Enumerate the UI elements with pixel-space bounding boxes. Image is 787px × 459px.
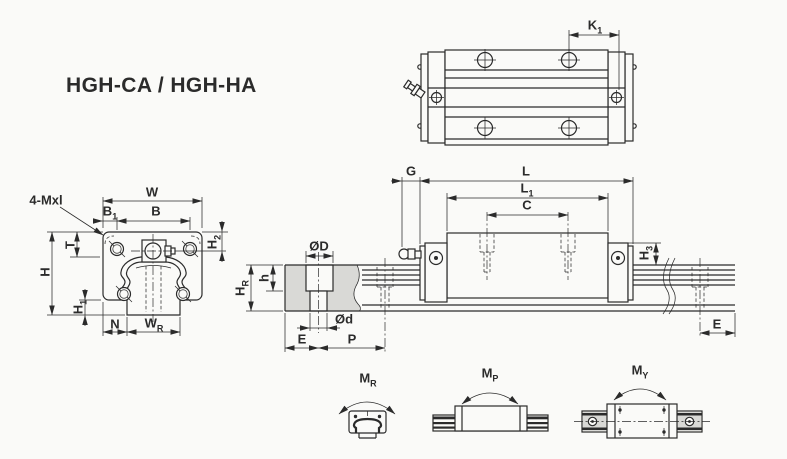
dim-label-od-major: ØD (309, 238, 329, 254)
dim-label-wr: WR (144, 315, 164, 334)
dim-label-g: G (405, 163, 417, 179)
dim-label-l1: L1 (520, 180, 534, 199)
dim-label-e-rail: E (712, 316, 722, 332)
dim-label-l: L (522, 163, 530, 179)
dim-label-h: H (37, 267, 53, 277)
dim-label-b: B (151, 203, 161, 219)
dim-label-n: N (110, 316, 120, 332)
page-title: HGH-CA / HGH-HA (66, 74, 257, 97)
grease-nipple-top (402, 79, 426, 99)
dim-label-od-minor: Ød (334, 311, 354, 327)
rail-section-drawing (246, 251, 386, 352)
dim-label-k1: K1 (587, 17, 603, 36)
dim-label-h3: H3 (636, 245, 655, 261)
dim-label-c: C (522, 197, 532, 213)
side-view-drawing (285, 177, 736, 352)
moment-my-icon (574, 388, 710, 439)
dim-label-w: W (145, 184, 159, 200)
end-view-drawing (47, 197, 228, 336)
dim-label-h1: H1 (70, 299, 89, 315)
dim-label-e-section: E (297, 331, 307, 347)
dim-label-mxl: 4-Mxl (29, 192, 63, 208)
dim-label-t: T (62, 241, 78, 249)
top-view-drawing (402, 30, 637, 146)
grease-nipple-side (398, 248, 422, 260)
dim-label-p: P (347, 331, 357, 347)
moment-label-mp: MP (481, 365, 499, 384)
dim-label-b1: B1 (102, 203, 118, 222)
dim-label-h2: H2 (204, 234, 223, 250)
dim-label-hr: HR (232, 280, 251, 296)
moment-mr-icon (338, 401, 396, 439)
moment-label-my: MY (631, 362, 649, 381)
moment-mp-icon (432, 392, 549, 432)
moment-label-mr: MR (359, 370, 377, 389)
dim-label-h-lower: h (256, 274, 272, 282)
